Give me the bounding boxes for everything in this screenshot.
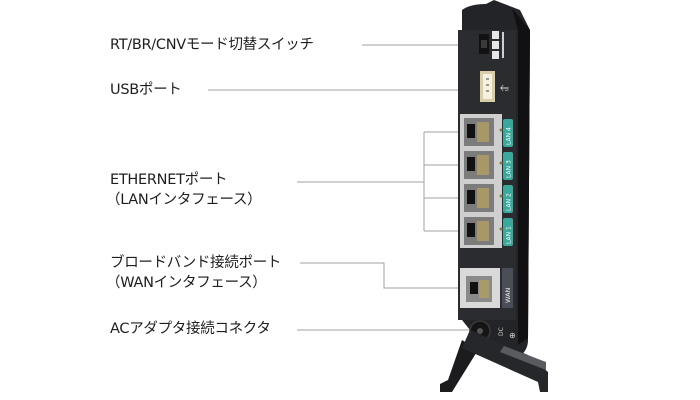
callout-broadband-line2: （WANインタフェース） — [106, 275, 267, 291]
lan-led — [499, 161, 503, 165]
mode-switch[interactable] — [479, 34, 489, 54]
lan-port[interactable] — [464, 118, 494, 146]
wan-port[interactable] — [466, 276, 492, 302]
lan-ports: LAN 4 LAN 3 LAN 2 LAN 1 — [464, 118, 513, 246]
callout-usb-port: USBポート — [110, 80, 182, 100]
polarity-icon: ⊕ — [509, 331, 516, 340]
router-side-edge — [512, 8, 530, 345]
callout-broadband-port: ブロードバンド接続ポート （WANインタフェース） — [106, 253, 282, 293]
usb-icon: ⭋ — [500, 81, 509, 94]
lan-label-bg — [503, 119, 513, 147]
lan-led — [499, 194, 503, 198]
stand-highlight — [500, 346, 546, 370]
wan-label-bg — [502, 268, 513, 308]
callout-broadband-line1: ブロードバンド接続ポート — [110, 255, 282, 271]
wan-label: WAN — [504, 287, 512, 303]
lan-port[interactable] — [464, 217, 494, 245]
callout-mode-switch: RT/BR/CNVモード切替スイッチ — [110, 35, 314, 55]
lan-label-bg — [503, 152, 513, 180]
callout-ethernet-line1: ETHERNETポート — [110, 172, 228, 188]
dc-label: DC — [498, 327, 505, 336]
lan-label: LAN 2 — [506, 193, 513, 211]
callout-ac-adapter-text: ACアダプタ接続コネクタ — [110, 321, 271, 337]
mode-switch-labels — [492, 31, 504, 59]
lan-label: LAN 3 — [506, 160, 513, 178]
stand-back-leg — [440, 340, 478, 392]
leader-broadband — [300, 262, 472, 289]
callout-ethernet-line2: （LANインタフェース） — [106, 192, 262, 208]
lan-led — [499, 128, 503, 132]
callout-ac-adapter: ACアダプタ接続コネクタ — [110, 319, 271, 339]
lan-port[interactable] — [464, 151, 494, 179]
lan-label: LAN 4 — [506, 127, 513, 145]
callout-usb-port-text: USBポート — [110, 82, 182, 98]
lan-label: LAN 1 — [506, 226, 513, 244]
usb-port[interactable] — [480, 71, 495, 102]
lan-label-bg — [503, 218, 513, 246]
callout-ethernet-ports: ETHERNETポート （LANインタフェース） — [106, 170, 262, 210]
lan-port[interactable] — [464, 184, 494, 212]
lan-led — [499, 227, 503, 231]
lan-label-bg — [503, 185, 513, 213]
callout-mode-switch-text: RT/BR/CNVモード切替スイッチ — [110, 37, 314, 53]
stand-front — [462, 330, 548, 392]
